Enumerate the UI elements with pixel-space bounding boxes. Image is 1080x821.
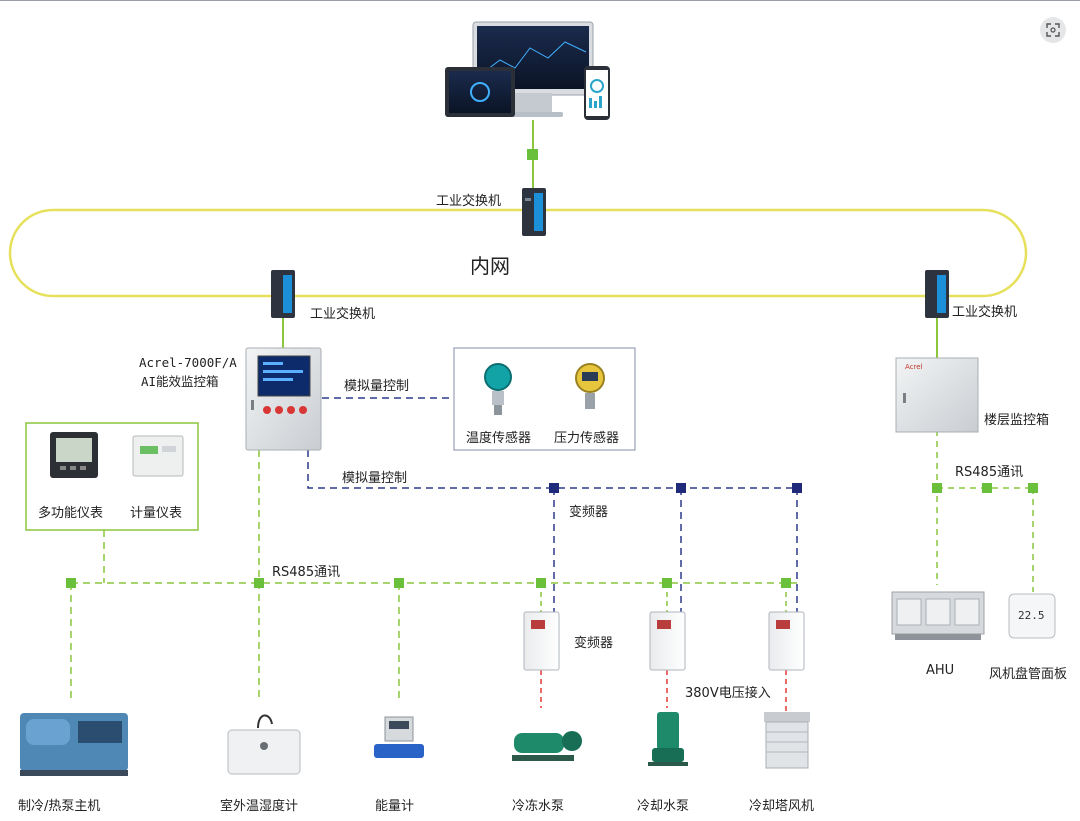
label-analog-control-1: 模拟量控制 (344, 379, 410, 394)
label-temp-sensor: 温度传感器 (466, 431, 532, 446)
node-green (254, 578, 264, 588)
industrial-switch-top (522, 188, 546, 236)
panel-brand: Acrel (905, 363, 923, 371)
expand-icon (1046, 23, 1060, 37)
label-intranet: 内网 (470, 254, 510, 278)
floor-monitoring-cabinet: Acrel (895, 357, 979, 433)
label-voltage-in: 380V电压接入 (685, 686, 771, 701)
ahu-unit (891, 591, 985, 640)
label-fcu-panel: 风机盘管面板 (989, 667, 1068, 682)
label-pressure-sensor: 压力传感器 (554, 431, 620, 446)
chiller-unit (20, 713, 128, 776)
node-green (982, 483, 992, 493)
label-multi-meter: 多功能仪表 (38, 506, 104, 521)
energy-meter (374, 716, 424, 758)
industrial-switch-right (925, 270, 949, 318)
label-switch-right: 工业交换机 (952, 305, 1018, 320)
label-cabinet-line1: Acrel-7000F/A (139, 355, 237, 370)
node-green (66, 578, 76, 588)
label-tower-fan: 冷却塔风机 (749, 799, 815, 814)
label-analog-control-2: 模拟量控制 (342, 471, 408, 486)
label-floor-cabinet: 楼层监控箱 (984, 413, 1050, 428)
fcu-thermostat: 22.5 (1008, 593, 1056, 639)
node-green (394, 578, 404, 588)
label-rs485-floor: RS485通讯 (955, 465, 1024, 480)
node-green (932, 483, 942, 493)
cooling-water-pump (648, 712, 688, 766)
label-chilled-pump: 冷冻水泵 (512, 799, 565, 814)
label-ahu: AHU (926, 663, 955, 678)
monitoring-screens (445, 21, 610, 120)
node-green (1028, 483, 1038, 493)
node-green (536, 578, 546, 588)
node-blue (792, 483, 802, 493)
node-green (781, 578, 791, 588)
label-energy-meter: 能量计 (375, 799, 415, 814)
label-metering-meter: 计量仪表 (130, 506, 183, 521)
label-chiller: 制冷/热泵主机 (18, 799, 101, 814)
node-green (662, 578, 672, 588)
sensors-group (453, 347, 636, 451)
node-blue (676, 483, 686, 493)
image-viewer-icon[interactable] (1040, 17, 1066, 43)
cooling-tower (764, 712, 810, 769)
label-outdoor-th: 室外温湿度计 (220, 799, 299, 814)
chilled-water-pump (512, 731, 582, 761)
label-switch-left: 工业交换机 (310, 307, 376, 322)
node-blue (549, 483, 559, 493)
top-border (0, 0, 1080, 1)
label-cabinet-line2: AI能效监控箱 (141, 374, 219, 389)
meters-group (25, 422, 199, 531)
ai-energy-cabinet (245, 347, 322, 451)
intranet-ring (8, 208, 1028, 298)
analog-line-vfd (307, 450, 797, 489)
label-vfd-1: 变频器 (569, 505, 609, 520)
nodes (66, 149, 1038, 588)
label-cooling-pump: 冷却水泵 (637, 799, 690, 814)
industrial-switch-left (271, 270, 295, 318)
label-vfd-2: 变频器 (574, 636, 614, 651)
thermostat-reading: 22.5 (1018, 609, 1045, 622)
outdoor-thermohygrometer (227, 714, 301, 775)
label-switch-top: 工业交换机 (436, 194, 502, 209)
node-green (527, 149, 538, 160)
label-rs485-main: RS485通讯 (272, 565, 341, 580)
vfd-units (523, 611, 805, 671)
